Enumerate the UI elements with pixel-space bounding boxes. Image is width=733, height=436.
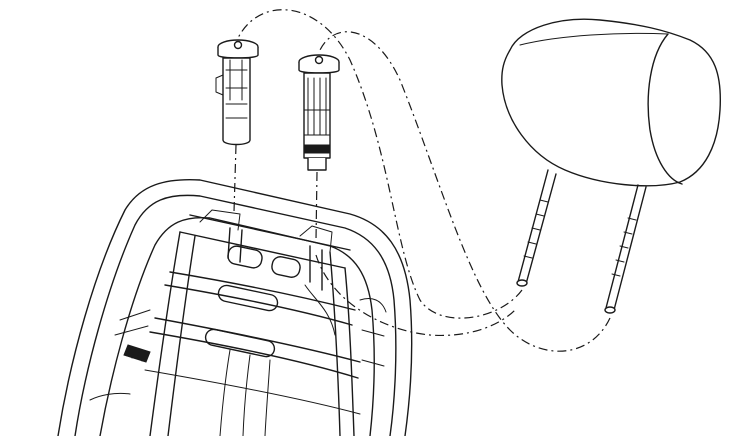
headrest-guide-sleeve-right — [298, 54, 340, 171]
coil-spring — [123, 344, 151, 363]
headrest — [501, 18, 722, 314]
headrest-guide-sleeve-left — [215, 39, 259, 146]
assembly-lines — [233, 9, 611, 352]
seat-back-frame — [57, 178, 413, 436]
